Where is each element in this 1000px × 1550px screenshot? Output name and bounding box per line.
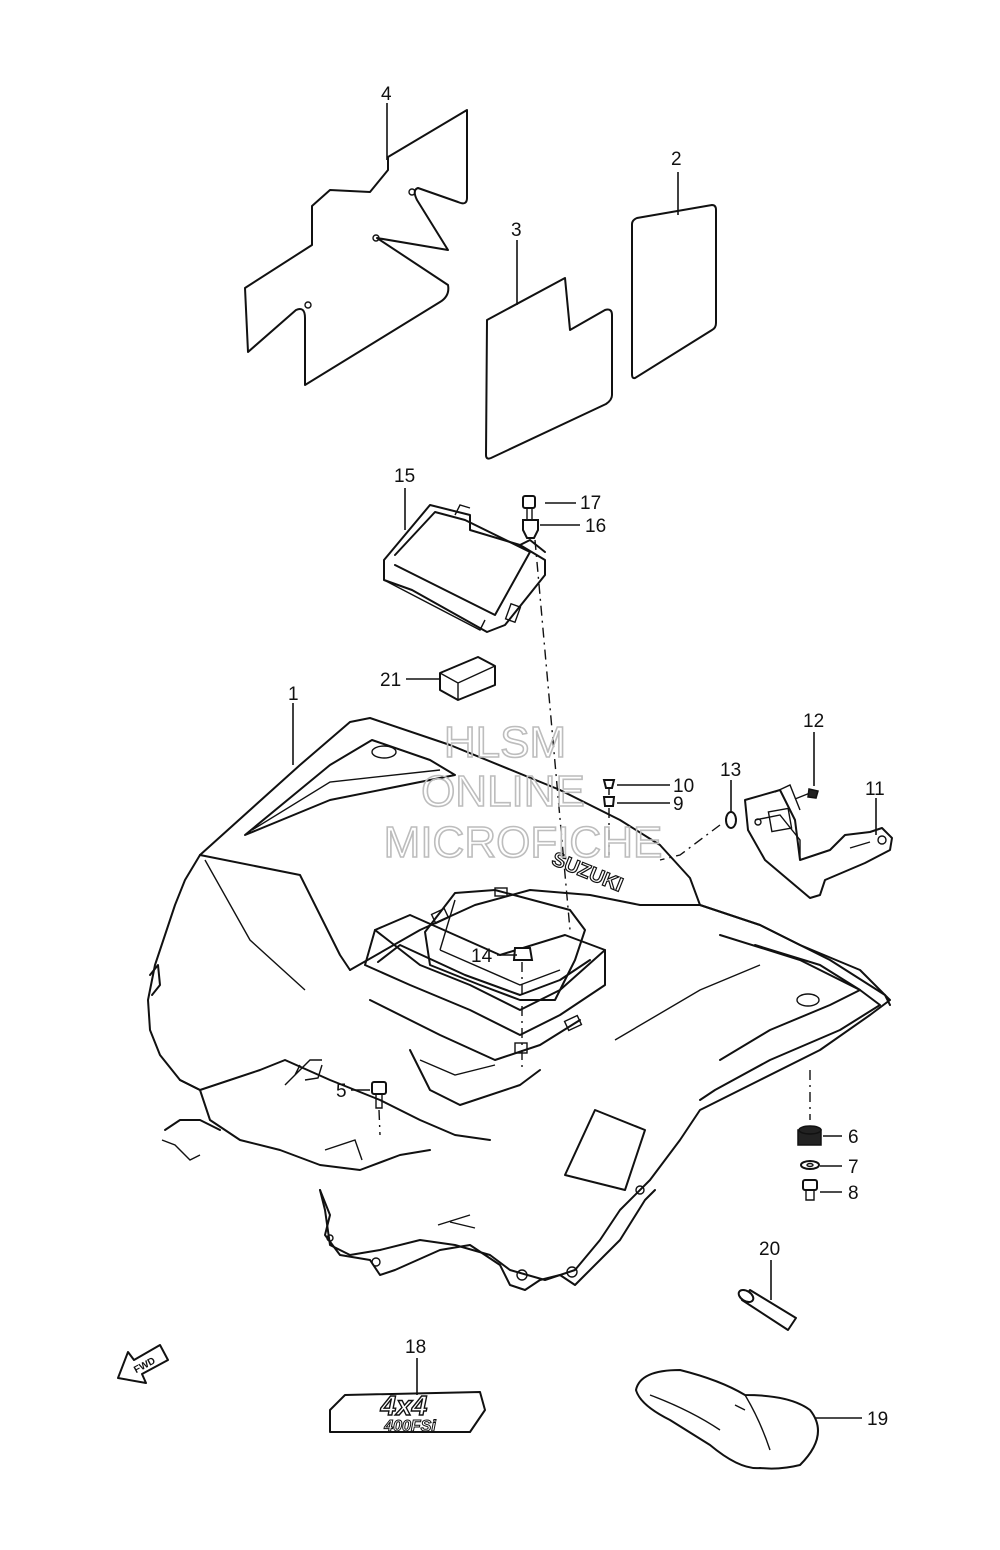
decal-part-4 — [244, 109, 468, 386]
callout-18: 18 — [405, 1337, 426, 1358]
bolt-part-17 — [522, 495, 536, 521]
callout-11: 11 — [865, 779, 885, 800]
callout-3: 3 — [511, 220, 522, 241]
callout-20: 20 — [759, 1239, 780, 1260]
fwd-arrow-icon: FWD — [117, 1344, 169, 1384]
watermark: HLSM ONLINE MICROFICHE — [383, 717, 663, 868]
washer-part-13 — [725, 811, 737, 829]
bolt-part-5 — [371, 1081, 387, 1109]
emblem-text-model: 400FSi — [383, 1418, 436, 1435]
bolt-part-8 — [802, 1179, 818, 1201]
foam-block-part-21 — [439, 656, 496, 701]
seat-cover-part-19 — [635, 1369, 819, 1470]
callout-12: 12 — [803, 711, 824, 732]
watermark-line-3: MICROFICHE — [384, 818, 663, 867]
callout-21: 21 — [380, 670, 401, 691]
rear-fender-part-1: SUZUKI — [147, 717, 891, 1291]
damper-part-6 — [797, 1125, 822, 1146]
callout-8: 8 — [848, 1183, 859, 1204]
callout-10: 10 — [673, 776, 694, 797]
watermark-line-1: HLSM — [444, 718, 566, 767]
leader-lines — [292, 103, 877, 1419]
tray-part-15 — [383, 504, 546, 633]
screw-part-10 — [602, 779, 616, 795]
washer-part-9 — [602, 796, 616, 807]
emblem-part-18: 4x4 400FSi — [329, 1389, 486, 1436]
decal-part-3 — [485, 277, 613, 460]
emblem-text-4x4: 4x4 — [380, 1390, 428, 1421]
grommet-part-16 — [522, 519, 539, 539]
rod-part-20 — [737, 1289, 797, 1331]
callout-17: 17 — [580, 493, 601, 514]
callout-9: 9 — [673, 794, 684, 815]
callout-19: 19 — [867, 1409, 888, 1430]
callout-6: 6 — [848, 1127, 859, 1148]
callout-4: 4 — [381, 84, 392, 105]
callout-15: 15 — [394, 466, 415, 487]
watermark-line-2: ONLINE — [421, 767, 585, 816]
callout-1: 1 — [288, 684, 299, 705]
callout-13: 13 — [720, 760, 741, 781]
callout-2: 2 — [671, 149, 682, 170]
grommet-part-14 — [512, 947, 534, 961]
callout-7: 7 — [848, 1157, 859, 1178]
callout-5: 5 — [336, 1081, 347, 1102]
screw-part-12 — [794, 788, 819, 800]
callout-16: 16 — [585, 516, 606, 537]
decal-part-2 — [631, 204, 717, 380]
callout-labels: 4 2 3 15 17 16 21 1 12 10 9 13 11 14 5 6… — [288, 84, 888, 1430]
callout-14: 14 — [471, 946, 493, 967]
washer-part-7 — [800, 1160, 820, 1170]
bracket-part-11 — [744, 784, 893, 899]
